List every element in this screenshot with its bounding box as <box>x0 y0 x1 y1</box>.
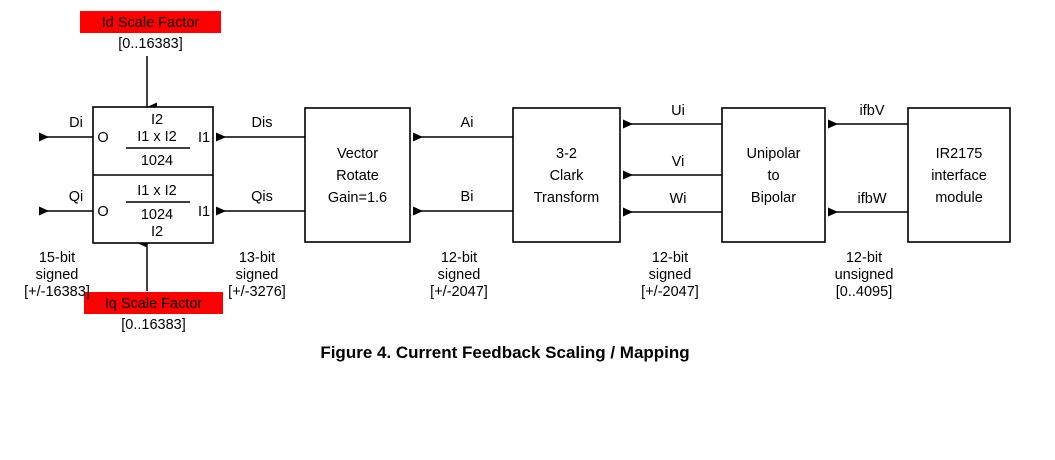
scaler-lower-bottom-operand: I2 <box>151 224 163 240</box>
signal-label-qi: Qi <box>69 189 84 205</box>
id-scale-factor-label: Id Scale Factor <box>102 15 200 31</box>
figure-caption: Figure 4. Current Feedback Scaling / Map… <box>320 343 689 362</box>
bit-note-ai-line3: [+/-2047] <box>430 284 488 300</box>
signal-label-wi: Wi <box>670 191 687 207</box>
bit-note-out-line1: 15-bit <box>39 250 75 266</box>
clark-line1: 3-2 <box>556 146 577 162</box>
signal-label-dis: Dis <box>252 115 273 131</box>
unipolar-line1: Unipolar <box>747 146 801 162</box>
bit-note-dis-line3: [+/-3276] <box>228 284 286 300</box>
bit-note-ai-line2: signed <box>438 267 481 283</box>
bit-note-dis-line1: 13-bit <box>239 250 275 266</box>
ir2175-line3: module <box>935 190 983 206</box>
vector-rotate-line1: Vector <box>337 146 378 162</box>
signal-label-bi: Bi <box>461 189 474 205</box>
block-clark-transform[interactable] <box>512 107 621 243</box>
scaler-upper-input-port: I1 <box>198 130 210 146</box>
vector-rotate-line3: Gain=1.6 <box>328 190 387 206</box>
scaler-lower-input-port: I1 <box>198 204 210 220</box>
scaler-lower-output-port: O <box>97 204 108 220</box>
scaler-upper-top-operand: I2 <box>151 112 163 128</box>
bit-note-uvw-line3: [+/-2047] <box>641 284 699 300</box>
signal-label-vi: Vi <box>672 154 685 170</box>
bit-note-uvw-line2: signed <box>649 267 692 283</box>
scaler-upper-numerator: I1 x I2 <box>137 129 177 145</box>
block-ir2175-interface-module[interactable] <box>907 107 1011 243</box>
bit-note-ifb-line2: unsigned <box>835 267 894 283</box>
iq-scale-factor-range: [0..16383] <box>121 317 186 333</box>
clark-line2: Clark <box>550 168 585 184</box>
bit-note-out-line2: signed <box>36 267 79 283</box>
bit-note-ifb-line3: [0..4095] <box>836 284 892 300</box>
ir2175-line2: interface <box>931 168 987 184</box>
scaler-upper-output-port: O <box>97 130 108 146</box>
bit-note-ifb-line1: 12-bit <box>846 250 882 266</box>
unipolar-line2: to <box>767 168 779 184</box>
scaler-lower-denominator: 1024 <box>141 207 173 223</box>
id-scale-factor-highlight <box>80 11 221 33</box>
vector-rotate-line2: Rotate <box>336 168 379 184</box>
clark-line3: Transform <box>534 190 600 206</box>
signal-label-ai: Ai <box>461 115 474 131</box>
block-vector-rotate[interactable] <box>304 107 411 243</box>
signal-label-qis: Qis <box>251 189 273 205</box>
bit-note-dis-line2: signed <box>236 267 279 283</box>
id-scale-factor-range: [0..16383] <box>118 36 183 52</box>
unipolar-line3: Bipolar <box>751 190 796 206</box>
scaler-upper-denominator: 1024 <box>141 153 173 169</box>
signal-label-ui: Ui <box>671 103 685 119</box>
iq-scale-factor-label: Iq Scale Factor <box>105 296 203 312</box>
bit-note-out-line3: [+/-16383] <box>24 284 90 300</box>
signal-label-ifbv: ifbV <box>860 103 885 119</box>
scaler-lower-numerator: I1 x I2 <box>137 183 177 199</box>
iq-scale-factor-highlight <box>84 292 223 314</box>
bit-note-ai-line1: 12-bit <box>441 250 477 266</box>
bit-note-uvw-line1: 12-bit <box>652 250 688 266</box>
ir2175-line1: IR2175 <box>936 146 983 162</box>
signal-label-di: Di <box>69 115 83 131</box>
signal-label-ifbw: ifbW <box>858 191 887 207</box>
